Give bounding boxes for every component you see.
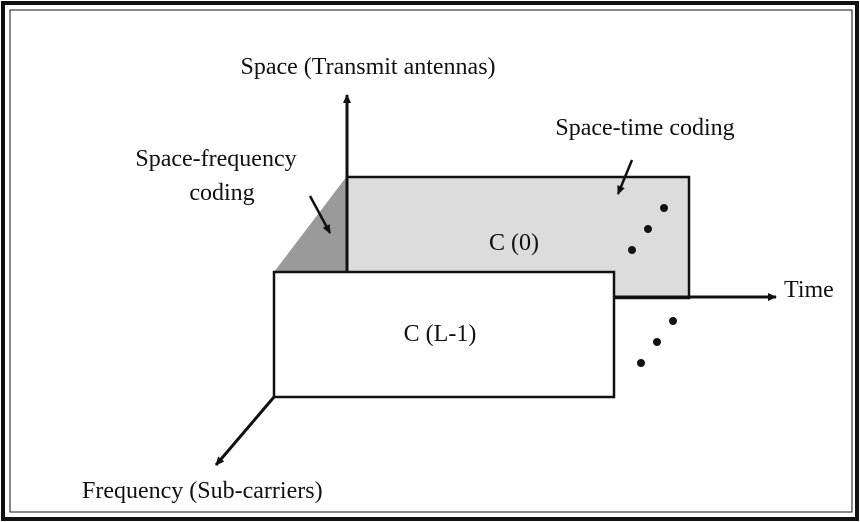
dot — [669, 317, 677, 325]
space-frequency-face — [274, 176, 347, 272]
dot — [628, 246, 636, 254]
dot — [660, 204, 668, 212]
inner-border — [9, 9, 853, 513]
block-cl1 — [272, 270, 616, 399]
dot — [644, 225, 652, 233]
space-axis-label: Space (Transmit antennas) — [240, 54, 495, 80]
dot — [637, 359, 645, 367]
space-frequency-coding-label-line2: coding — [189, 180, 254, 206]
space-time-coding-label: Space-time coding — [555, 115, 734, 141]
space-frequency-coding-label-line1: Space-frequency — [135, 146, 296, 172]
block-cl1-label: C (L-1) — [404, 321, 477, 347]
block-c0-label: C (0) — [489, 230, 539, 256]
space-frequency-pointer — [308, 195, 332, 234]
frequency-axis-label: Frequency (Sub-carriers) — [82, 478, 323, 504]
space-time-pointer — [616, 159, 634, 195]
time-axis-label: Time — [784, 277, 834, 303]
frequency-axis — [214, 396, 276, 466]
dot — [653, 338, 661, 346]
